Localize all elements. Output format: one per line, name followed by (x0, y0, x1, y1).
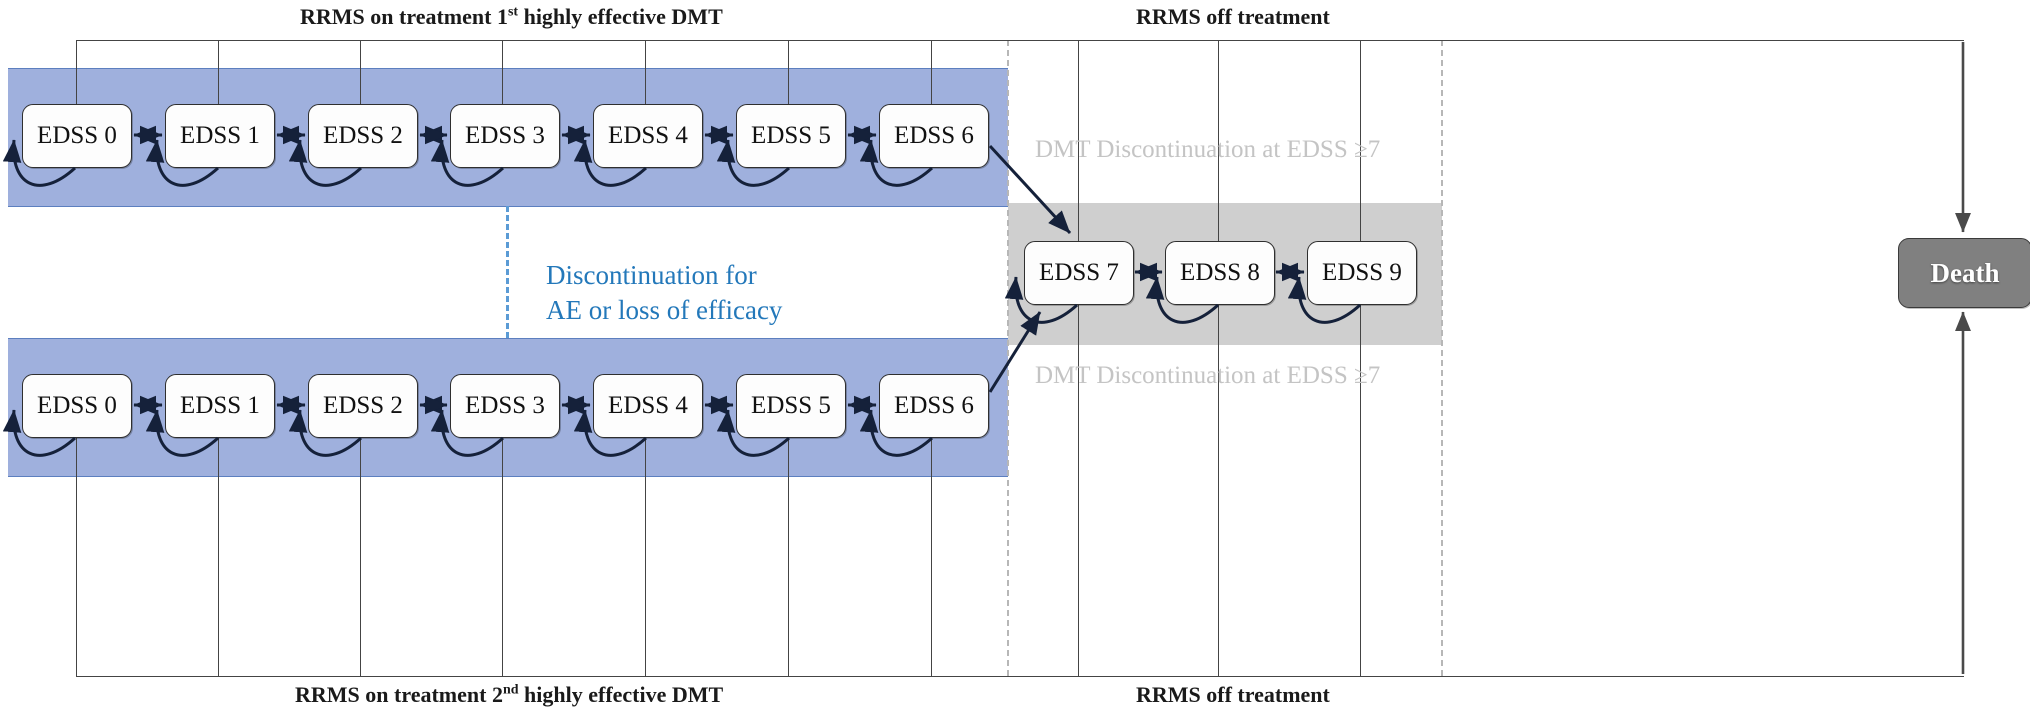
header-bottom-left-pre: RRMS on treatment 2 (295, 682, 503, 707)
label-dmt-discontinuation-top: DMT Discontinuation at EDSS ≥7 (1035, 136, 1381, 163)
header-bottom-left-post: highly effective DMT (518, 682, 724, 707)
drop-line-top-4 (645, 40, 646, 110)
header-bottom-right: RRMS off treatment (1136, 682, 1330, 707)
rise-line-bot-2 (360, 428, 361, 676)
bottom-rail (76, 676, 1964, 677)
node-bottom-edss-4[interactable]: EDSS 4 (593, 374, 703, 438)
header-top-left: RRMS on treatment 1st highly effective D… (300, 4, 723, 30)
node-top-edss-2[interactable]: EDSS 2 (308, 104, 418, 168)
rise-line-bot-5 (788, 428, 789, 676)
node-top-edss-6[interactable]: EDSS 6 (879, 104, 989, 168)
drop-line-edss9 (1360, 40, 1361, 241)
node-bottom-edss-1[interactable]: EDSS 1 (165, 374, 275, 438)
label-dmt-discontinuation-bottom: DMT Discontinuation at EDSS ≥7 (1035, 362, 1381, 389)
rise-line-bot-4 (645, 428, 646, 676)
dashed-separator-treatment (1007, 40, 1009, 676)
dashed-separator-discontinuation (506, 206, 509, 338)
drop-line-top-2 (360, 40, 361, 110)
header-bottom-left: RRMS on treatment 2nd highly effective D… (295, 682, 723, 708)
rise-line-bot-1 (218, 428, 219, 676)
rise-line-edss9-bot (1360, 305, 1361, 676)
top-rail (76, 40, 1964, 41)
drop-line-top-5 (788, 40, 789, 110)
rise-line-bot-3 (502, 428, 503, 676)
node-bottom-edss-3[interactable]: EDSS 3 (450, 374, 560, 438)
label-discontinuation-line2: AE or loss of efficacy (546, 294, 783, 325)
drop-line-edss7 (1078, 40, 1079, 241)
header-top-left-pre: RRMS on treatment 1 (300, 4, 508, 29)
node-bottom-edss-5[interactable]: EDSS 5 (736, 374, 846, 438)
rise-line-bot-6 (931, 428, 932, 676)
header-top-left-sup: st (507, 4, 519, 20)
node-bottom-edss-0[interactable]: EDSS 0 (22, 374, 132, 438)
label-discontinuation-line1: Discontinuation for (546, 260, 757, 290)
node-off-edss-9[interactable]: EDSS 9 (1307, 241, 1417, 305)
drop-line-edss8 (1218, 40, 1219, 241)
drop-line-top-3 (502, 40, 503, 110)
node-bottom-edss-6[interactable]: EDSS 6 (879, 374, 989, 438)
node-off-edss-8[interactable]: EDSS 8 (1165, 241, 1275, 305)
rise-line-edss7-bot (1078, 305, 1079, 676)
node-top-edss-1[interactable]: EDSS 1 (165, 104, 275, 168)
node-top-edss-5[interactable]: EDSS 5 (736, 104, 846, 168)
node-off-edss-7[interactable]: EDSS 7 (1024, 241, 1134, 305)
drop-line-top-6 (931, 40, 932, 110)
drop-line-top-1 (218, 40, 219, 110)
header-top-left-post: highly effective DMT (518, 4, 723, 29)
node-top-edss-0[interactable]: EDSS 0 (22, 104, 132, 168)
rise-line-bot-0 (76, 428, 77, 676)
header-top-right: RRMS off treatment (1136, 4, 1330, 29)
node-top-edss-4[interactable]: EDSS 4 (593, 104, 703, 168)
node-death[interactable]: Death (1898, 238, 2030, 308)
rise-line-edss8-bot (1218, 305, 1219, 676)
drop-line-top-0 (76, 40, 77, 110)
node-top-edss-3[interactable]: EDSS 3 (450, 104, 560, 168)
dashed-separator-death (1441, 40, 1443, 676)
header-bottom-left-sup: nd (502, 682, 519, 698)
label-discontinuation-ae: Discontinuation for AE or loss of effica… (546, 258, 782, 327)
node-bottom-edss-2[interactable]: EDSS 2 (308, 374, 418, 438)
